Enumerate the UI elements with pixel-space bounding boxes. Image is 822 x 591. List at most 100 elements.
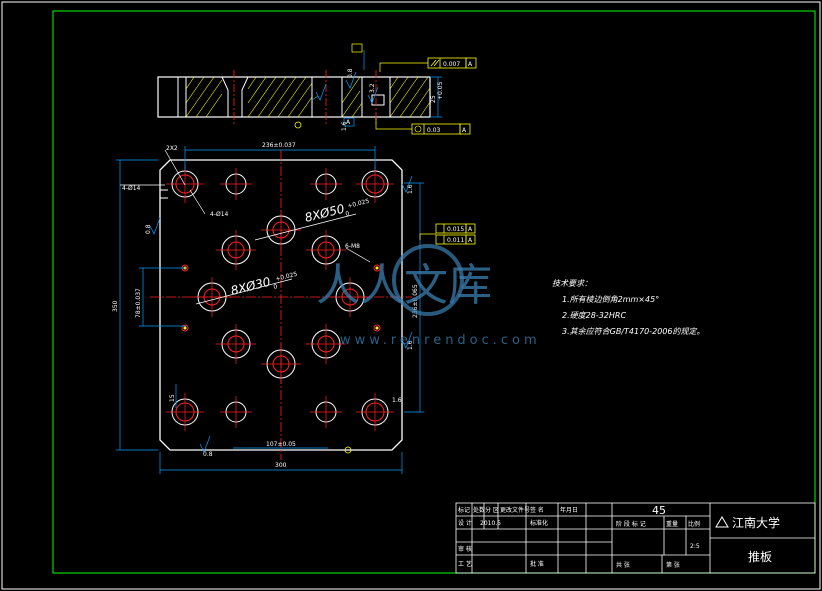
bore-hole-4: [330, 277, 370, 317]
notes-title: 技术要求：: [552, 279, 592, 288]
svg-text:A: A: [346, 119, 351, 126]
tolerance-frame-parallel: 0.007 A: [379, 57, 477, 72]
flat-value: 0.03: [427, 127, 441, 134]
side-view-outline: [157, 76, 431, 118]
tapped-hole-center-3: [375, 326, 379, 330]
rough-r2: 1.6: [341, 121, 348, 131]
callout-chamfer: 4-Ø14: [122, 185, 141, 192]
dim-right-height: 236±0.065: [412, 284, 419, 318]
svg-text:2:5: 2:5: [690, 543, 700, 550]
callout-hole-small-tol2: 0: [273, 283, 279, 291]
part-name: 推板: [748, 550, 772, 564]
dim-left-height: 350: [112, 300, 119, 312]
title-block: [455, 502, 816, 574]
edge-hole-3: [310, 396, 342, 428]
parallel-value: 0.007: [443, 61, 460, 68]
tolerance-frame-flat: 0.03 A: [375, 118, 471, 135]
svg-text:标准化: 标准化: [530, 519, 548, 527]
tolerance-frame-perp2: 0.011 A: [419, 233, 476, 245]
callout-hole-small-tol: +0.025: [275, 271, 298, 283]
svg-text:比例: 比例: [688, 520, 700, 528]
corner-hole-2: [166, 393, 204, 431]
flat-ref: A: [462, 127, 467, 134]
hatch: [185, 76, 431, 118]
tapped-hole-center-2: [183, 326, 187, 330]
svg-text:2010.5: 2010.5: [480, 520, 501, 527]
bore-hole-6: [306, 324, 346, 364]
svg-text:年月日: 年月日: [560, 506, 578, 514]
bore-hole-2: [306, 230, 346, 270]
plan-view: [150, 150, 412, 460]
roughness-top: [311, 71, 379, 104]
svg-text:设 计: 设 计: [458, 519, 472, 527]
bore-hole-1: [216, 230, 256, 270]
watermark: 人人文库 www.renrendoc.com: [316, 244, 541, 348]
school-name: 江南大学: [732, 515, 780, 530]
side-thickness: 25: [430, 95, 437, 103]
callout-hole-big-tol: +0.025: [347, 198, 370, 210]
plate-outline: [159, 159, 403, 451]
datum-a-marker: A: [343, 43, 363, 127]
callout-hole-big-tol2: 0: [345, 210, 351, 218]
leaders: [120, 149, 371, 305]
bore-hole-3: [192, 277, 232, 317]
svg-text:0.015: 0.015: [447, 226, 464, 233]
hole-marker-top: [294, 121, 302, 129]
svg-text:A: A: [468, 226, 473, 233]
tapped-hole-2: [181, 324, 189, 332]
dim-bottom-small: 15: [169, 394, 176, 402]
title-block-text: 标记 处数 分 区 更改文件号 签 名 年月日 设 计 2010.5 标准化 审…: [458, 504, 780, 569]
bore-hole-7: [261, 344, 301, 384]
svg-text:处数: 处数: [473, 506, 485, 514]
tapped-hole-1: [373, 264, 381, 272]
technical-notes: 技术要求： 1.所有棱边倒角2mm×45° 2.硬度28-32HRC 3.其余应…: [552, 279, 705, 336]
callout-chamfer-2: 4-Ø14: [210, 211, 229, 218]
notes-item-1: 1.所有棱边倒角2mm×45°: [562, 295, 659, 304]
corner-hole-0: [166, 165, 204, 203]
svg-text:签 名: 签 名: [530, 506, 544, 514]
edge-hole-0: [220, 168, 252, 200]
svg-text:批 准: 批 准: [530, 560, 544, 568]
inner-frame: [52, 10, 816, 574]
svg-text:工 艺: 工 艺: [458, 560, 472, 568]
callout-radius: 2X2: [166, 145, 178, 152]
tapped-hole-3: [373, 324, 381, 332]
rough-r1: 0.8: [347, 68, 354, 78]
rough-r5: 1.6: [407, 184, 414, 194]
rough-r8: 1.6: [392, 397, 402, 404]
watermark-text: 人人文库: [316, 260, 492, 311]
plan-dimensions: [116, 146, 424, 474]
roughness-plan: [149, 175, 413, 453]
svg-text:第 张: 第 张: [666, 561, 680, 569]
svg-text:重量: 重量: [666, 520, 678, 528]
svg-text:A: A: [468, 237, 473, 244]
material: 45: [652, 504, 666, 517]
side-tolerance: +0.05: [437, 81, 444, 100]
dim-top-width: 236±0.037: [262, 142, 296, 149]
callout-thread: 6-M8: [345, 243, 360, 250]
svg-text:更改文件号: 更改文件号: [500, 506, 530, 514]
rough-r4: 0.8: [145, 224, 152, 234]
tapped-hole-center-1: [375, 266, 379, 270]
svg-text:共 张: 共 张: [616, 561, 630, 569]
notes-item-3: 3.其余应符合GB/T4170-2006的规定。: [562, 327, 705, 336]
svg-text:审 核: 审 核: [458, 545, 472, 553]
dim-left-inner: 78±0.037: [135, 288, 142, 318]
side-view: 25 +0.05: [157, 50, 444, 124]
svg-text:分 区: 分 区: [485, 506, 499, 514]
school-logo-icon: [715, 516, 729, 528]
callout-hole-big: 8XØ50: [303, 201, 346, 224]
edge-hole-1: [310, 168, 342, 200]
dim-bottom-width: 300: [275, 462, 287, 469]
watermark-url: www.renrendoc.com: [340, 333, 541, 348]
edge-hole-2: [220, 396, 252, 428]
parallel-ref: A: [468, 61, 473, 68]
corner-hole-1: [356, 165, 394, 203]
dim-bottom-inner: 107±0.05: [266, 441, 296, 448]
bore-hole-5: [216, 324, 256, 364]
rough-r7: 0.8: [203, 451, 213, 458]
notes-item-2: 2.硬度28-32HRC: [562, 311, 626, 320]
svg-text:标记: 标记: [458, 506, 470, 514]
